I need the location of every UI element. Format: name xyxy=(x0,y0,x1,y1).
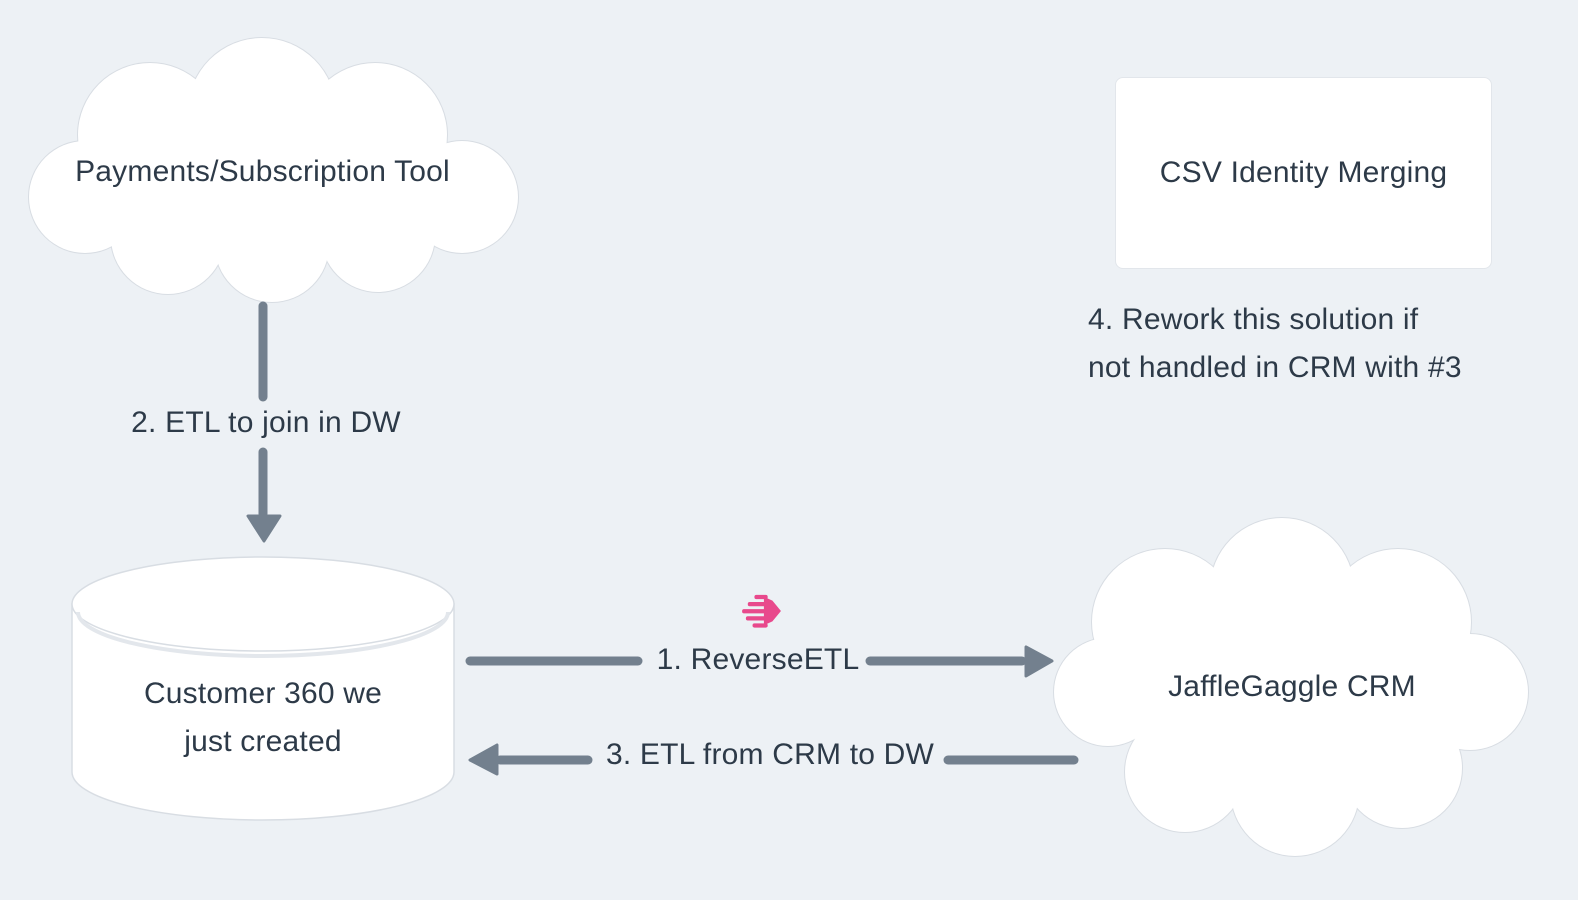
rework-note-line1: 4. Rework this solution if xyxy=(1088,303,1419,336)
payments-cloud-label: Payments/Subscription Tool xyxy=(75,155,450,188)
arrow-left-etl-from-crm xyxy=(468,743,1079,776)
customer360-db-label-line2: just created xyxy=(184,725,342,758)
customer360-db-label-line1: Customer 360 we xyxy=(143,677,383,710)
csv-box-label: CSV Identity Merging xyxy=(1159,156,1448,189)
edge-label-reverse-etl: 1. ReverseETL xyxy=(656,643,860,676)
customer360-db-label: Customer 360 we just created xyxy=(83,670,443,766)
rework-note: 4. Rework this solution if not handled i… xyxy=(1088,296,1538,392)
csv-identity-merging-box: CSV Identity Merging xyxy=(1115,77,1492,269)
database-cylinder-shape xyxy=(71,556,455,821)
edge-label-etl-to-join: 2. ETL to join in DW xyxy=(131,406,401,439)
arrow-down-etl-join xyxy=(246,301,282,543)
rework-note-line2: not handled in CRM with #3 xyxy=(1088,351,1462,384)
striped-hexagon-logo-icon xyxy=(742,594,781,628)
arrow-right-reverse-etl xyxy=(465,645,1054,678)
crm-cloud-label: JaffleGaggle CRM xyxy=(1168,670,1416,703)
edge-label-etl-from-crm: 3. ETL from CRM to DW xyxy=(605,738,935,771)
